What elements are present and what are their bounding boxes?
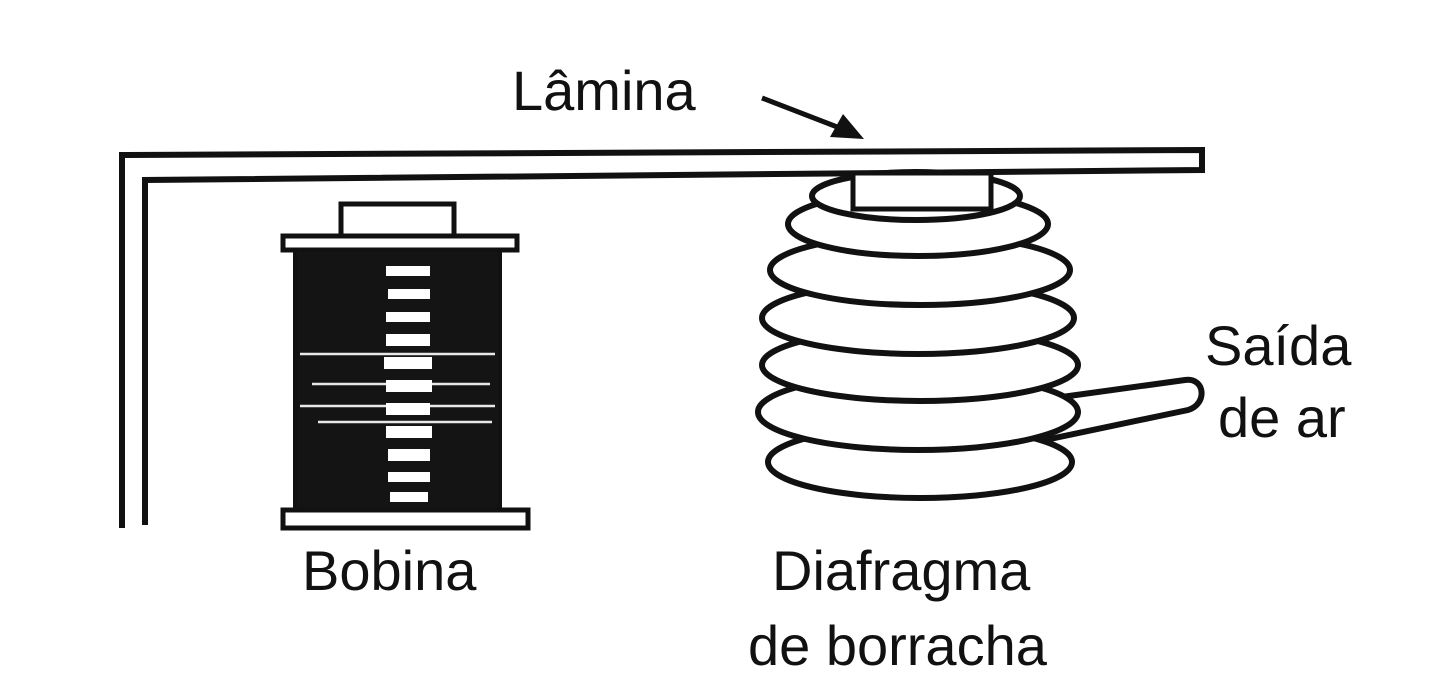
diaphragm <box>755 169 1205 501</box>
coil-core-bars <box>384 266 432 502</box>
coil-top-flange <box>280 233 520 253</box>
coil <box>280 201 531 531</box>
coil-top-knob <box>338 201 457 241</box>
bellows-top-plate <box>850 170 994 212</box>
air-outlet-pipe <box>1036 376 1205 444</box>
label-saida-line2: de ar <box>1218 386 1346 449</box>
label-saida-line1: Saída <box>1205 314 1352 377</box>
label-diafragma-line1: Diafragma <box>772 539 1031 602</box>
label-lamina: Lâmina <box>512 59 697 122</box>
lamina-arrow <box>761 95 864 139</box>
frame <box>119 146 1205 528</box>
label-diafragma-line2: de borracha <box>748 614 1048 677</box>
frame-outer-line <box>119 146 1205 528</box>
label-bobina: Bobina <box>302 539 477 602</box>
coil-bottom-flange <box>280 507 531 531</box>
